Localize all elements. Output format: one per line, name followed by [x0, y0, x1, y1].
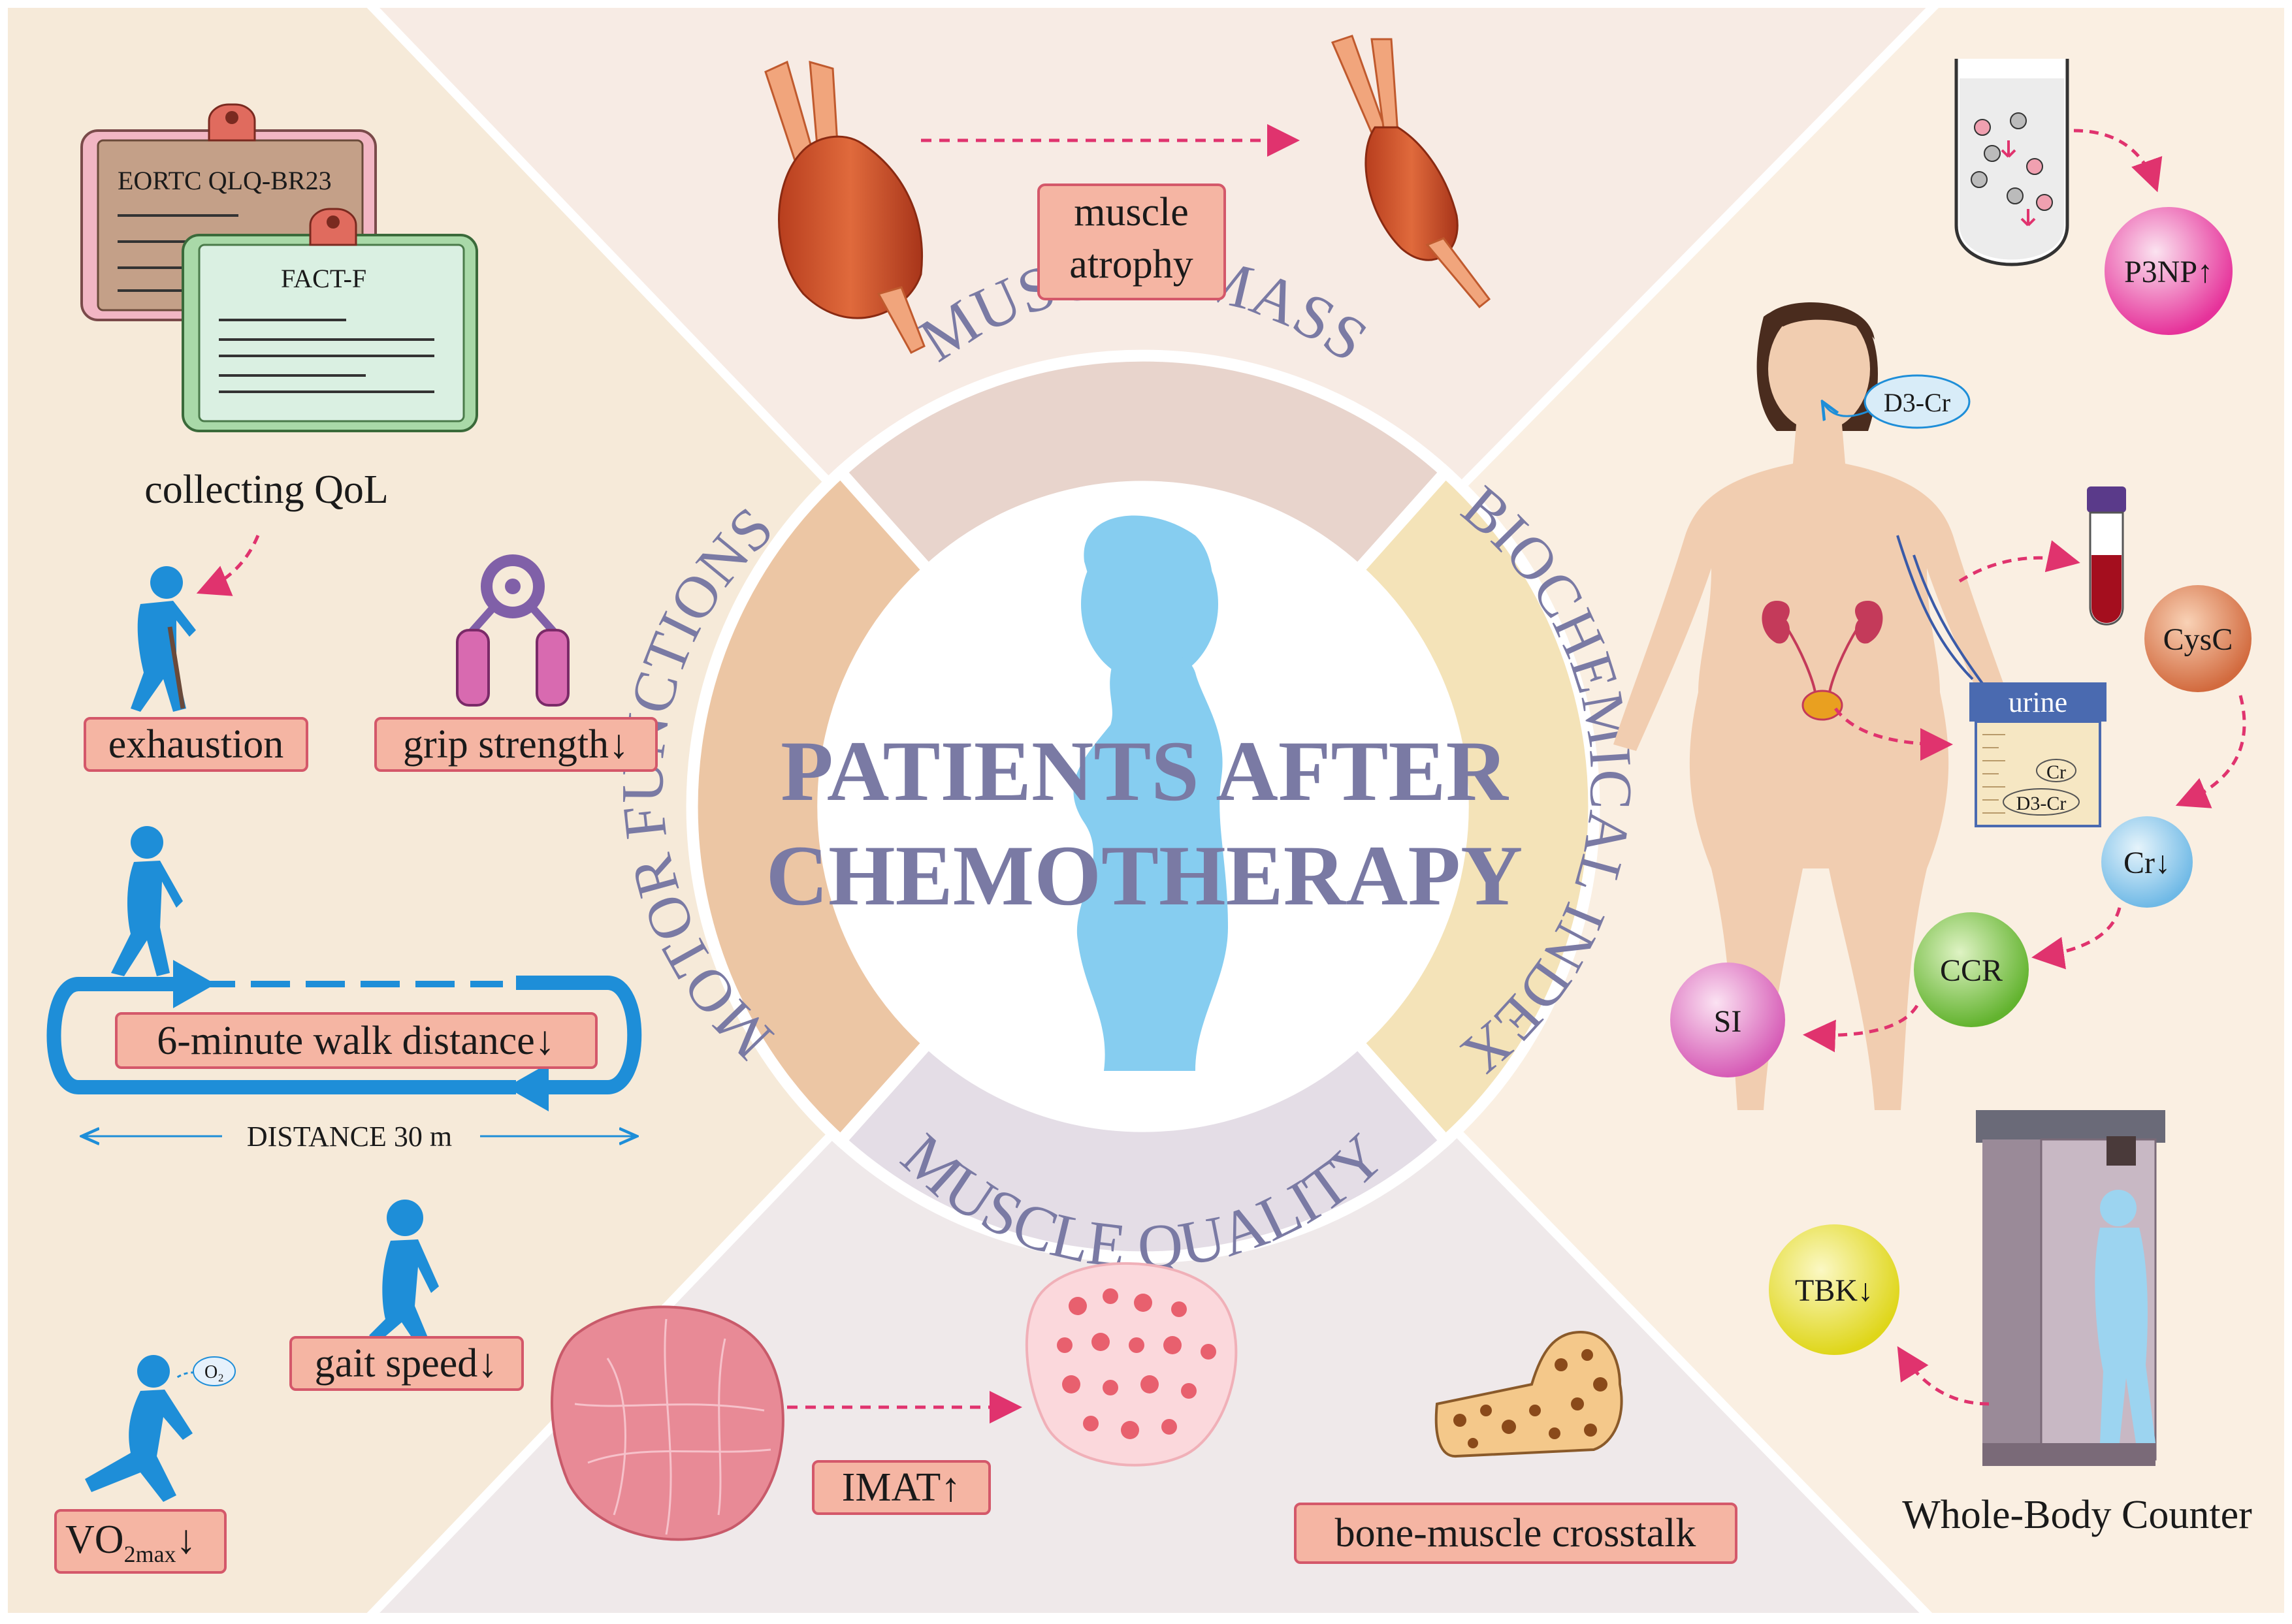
ring-segment-muscle-mass [832, 349, 1454, 579]
svg-text:TBK↓: TBK↓ [1795, 1273, 1873, 1308]
muscle-cross-section-fatty [1025, 1262, 1238, 1467]
text-distance: DISTANCE 30 m [247, 1121, 452, 1153]
svg-text:D3-Cr: D3-Cr [2016, 793, 2067, 814]
text-whole-body-counter: Whole-Body Counter [1902, 1493, 2252, 1537]
center-title-line1: PATIENTS AFTER [781, 723, 1509, 819]
svg-text:urine: urine [2009, 686, 2067, 718]
arrow-bladder-to-urine [1833, 707, 1953, 761]
ring-segment-motor-functions [686, 464, 937, 1149]
muscle-cross-section-normal [551, 1305, 784, 1541]
hand-gripper-icon [456, 554, 570, 707]
arrow-cysc-to-cr [2175, 695, 2246, 808]
svg-text:FACT-F: FACT-F [281, 264, 366, 293]
svg-text:Cr↓: Cr↓ [2123, 846, 2171, 880]
muscle-icon-atrophied [1331, 35, 1491, 309]
svg-text:muscle: muscle [1074, 190, 1189, 234]
ball-cr: Cr↓ [2101, 816, 2193, 908]
arrow-cr-to-ccr [2031, 907, 2122, 970]
svg-text:EORTC QLQ-BR23: EORTC QLQ-BR23 [118, 166, 332, 195]
label-gait-speed: gait speed↓ [289, 1336, 524, 1391]
test-tube-icon [1954, 59, 2069, 266]
bone-icon [1434, 1330, 1623, 1458]
urine-container-icon: urine Cr D3-Cr [1969, 682, 2106, 827]
ball-si: SI [1670, 963, 1785, 1077]
text-collecting-qol: collecting QoL [144, 468, 389, 512]
o2-bubble [193, 1356, 236, 1386]
label-vo2max: VO2max↓ [54, 1509, 227, 1574]
svg-text:VO2max↓: VO2max↓ [65, 1518, 197, 1567]
arrow-counter-to-tbk [1897, 1346, 1990, 1406]
track-arrow-right [173, 960, 216, 1008]
whole-body-counter-icon [1976, 1110, 2165, 1466]
svg-text:gait speed↓: gait speed↓ [315, 1341, 498, 1386]
svg-text:exhaustion: exhaustion [108, 722, 284, 767]
svg-text:P3NP↑: P3NP↑ [2124, 255, 2213, 289]
svg-text:6-minute walk distance↓: 6-minute walk distance↓ [157, 1019, 555, 1063]
arrow-d3cr-in [1822, 402, 1869, 416]
ring [686, 349, 1600, 1264]
ball-ccr: CCR [1914, 912, 2029, 1027]
center-woman-silhouette [1073, 515, 1228, 1071]
svg-text:CCR: CCR [1940, 953, 2003, 988]
walker-icon [111, 826, 183, 976]
label-6-minute-walk: 6-minute walk distance↓ [115, 1012, 598, 1069]
label-muscle-atrophy: muscle atrophy [1037, 183, 1226, 300]
label-imat: IMAT↑ [812, 1460, 991, 1515]
elderly-walker-icon [131, 566, 196, 712]
arrow-ccr-to-si [1803, 1004, 1919, 1053]
svg-text:grip strength↓: grip strength↓ [403, 722, 629, 767]
bubble-d3cr: D3-Cr [1864, 374, 1971, 429]
arrow-qol-to-exhaustion [196, 535, 260, 596]
ball-p3np: P3NP↑ [2105, 207, 2233, 335]
kidneys-icon [1762, 601, 1883, 721]
label-grip-strength: grip strength↓ [374, 717, 658, 772]
svg-text:D3-Cr: D3-Cr [1884, 388, 1950, 417]
form-fact-f: FACT-F [182, 208, 478, 432]
svg-text:Cr: Cr [2046, 761, 2066, 783]
runner-icon [85, 1355, 193, 1502]
svg-text:SI: SI [1714, 1004, 1742, 1039]
svg-text:atrophy: atrophy [1069, 242, 1193, 287]
ring-segment-muscle-quality [832, 1034, 1454, 1264]
svg-text:bone-muscle crosstalk: bone-muscle crosstalk [1335, 1511, 1696, 1555]
woman-body-figure [1613, 302, 2025, 1110]
svg-text:CysC: CysC [2163, 622, 2233, 657]
track-arrow-left [506, 1063, 549, 1111]
label-bone-muscle-crosstalk: bone-muscle crosstalk [1294, 1503, 1737, 1564]
ball-cysc: CysC [2144, 585, 2252, 692]
muscle-icon-normal [764, 60, 926, 354]
ring-segment-biochemical [1349, 464, 1600, 1149]
gait-walker-icon [369, 1200, 439, 1342]
arrow-tube-to-p3np [2073, 129, 2163, 193]
svg-text:IMAT↑: IMAT↑ [842, 1465, 961, 1510]
walk-track [46, 976, 642, 1094]
text-o2: O₂ [204, 1362, 224, 1382]
blood-vial-icon [2087, 486, 2126, 626]
ball-tbk: TBK↓ [1769, 1224, 1899, 1355]
center-title-line2: CHEMOTHERAPY [766, 827, 1523, 923]
label-exhaustion: exhaustion [84, 717, 308, 772]
